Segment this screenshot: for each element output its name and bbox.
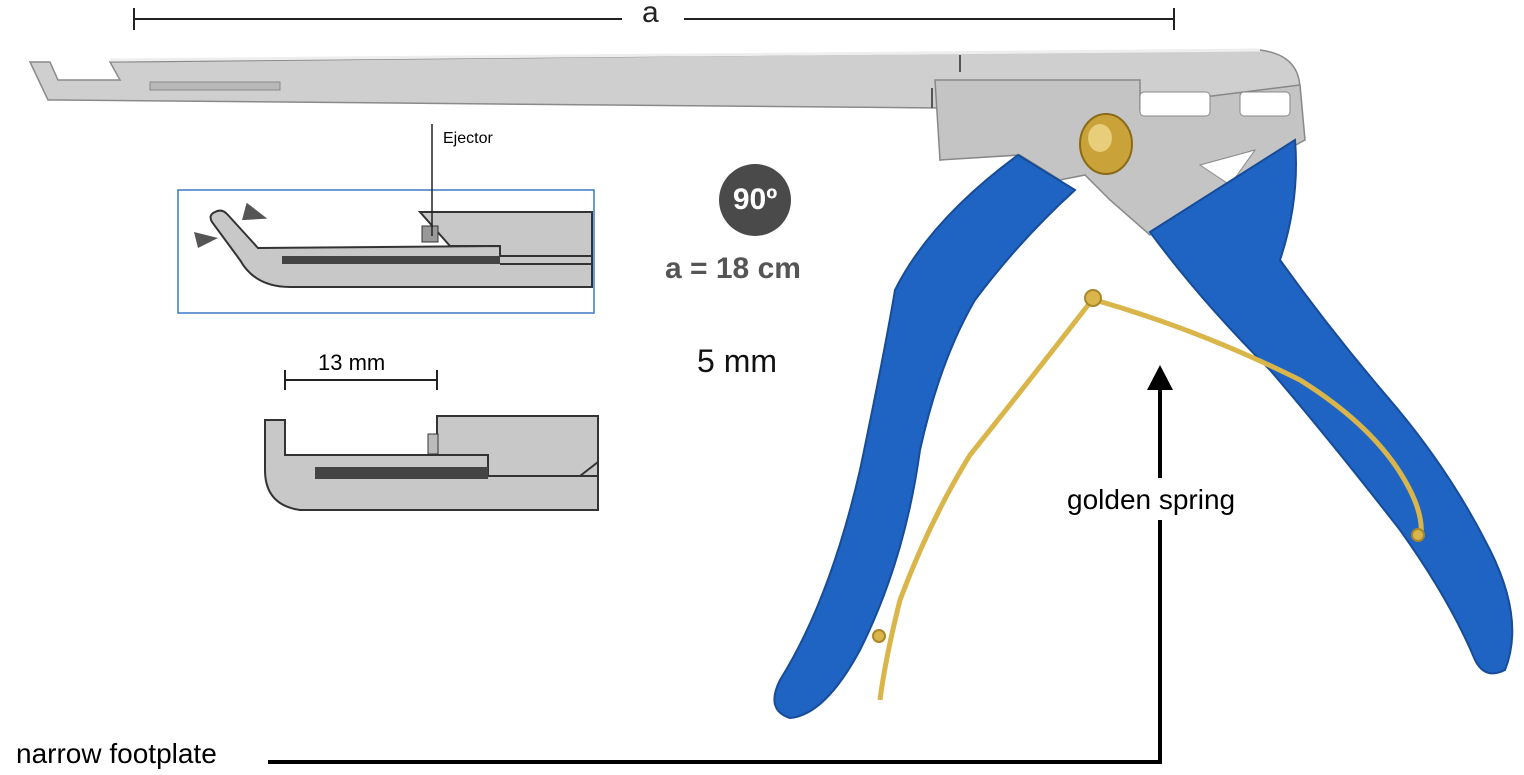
tip-profile-13mm bbox=[264, 370, 599, 511]
length-spec: a = 18 cm bbox=[665, 252, 801, 285]
dimension-a-label: a bbox=[642, 0, 659, 29]
tip-length-label: 13 mm bbox=[318, 350, 386, 375]
angle-badge: 90º bbox=[719, 164, 791, 236]
handle-right bbox=[1148, 138, 1514, 675]
ejector-label: Ejector bbox=[443, 130, 493, 147]
narrow-footplate-label: narrow footplate bbox=[16, 738, 217, 769]
brass-screw-knob bbox=[1079, 113, 1133, 175]
dimension-line-a bbox=[133, 8, 1175, 30]
golden-spring bbox=[872, 289, 1425, 701]
handle-left bbox=[773, 153, 1077, 720]
tip-detail-box bbox=[177, 124, 595, 314]
size-spec: 5 mm bbox=[697, 343, 777, 379]
golden-spring-label: golden spring bbox=[1067, 484, 1236, 515]
callout-arrow bbox=[268, 365, 1173, 764]
